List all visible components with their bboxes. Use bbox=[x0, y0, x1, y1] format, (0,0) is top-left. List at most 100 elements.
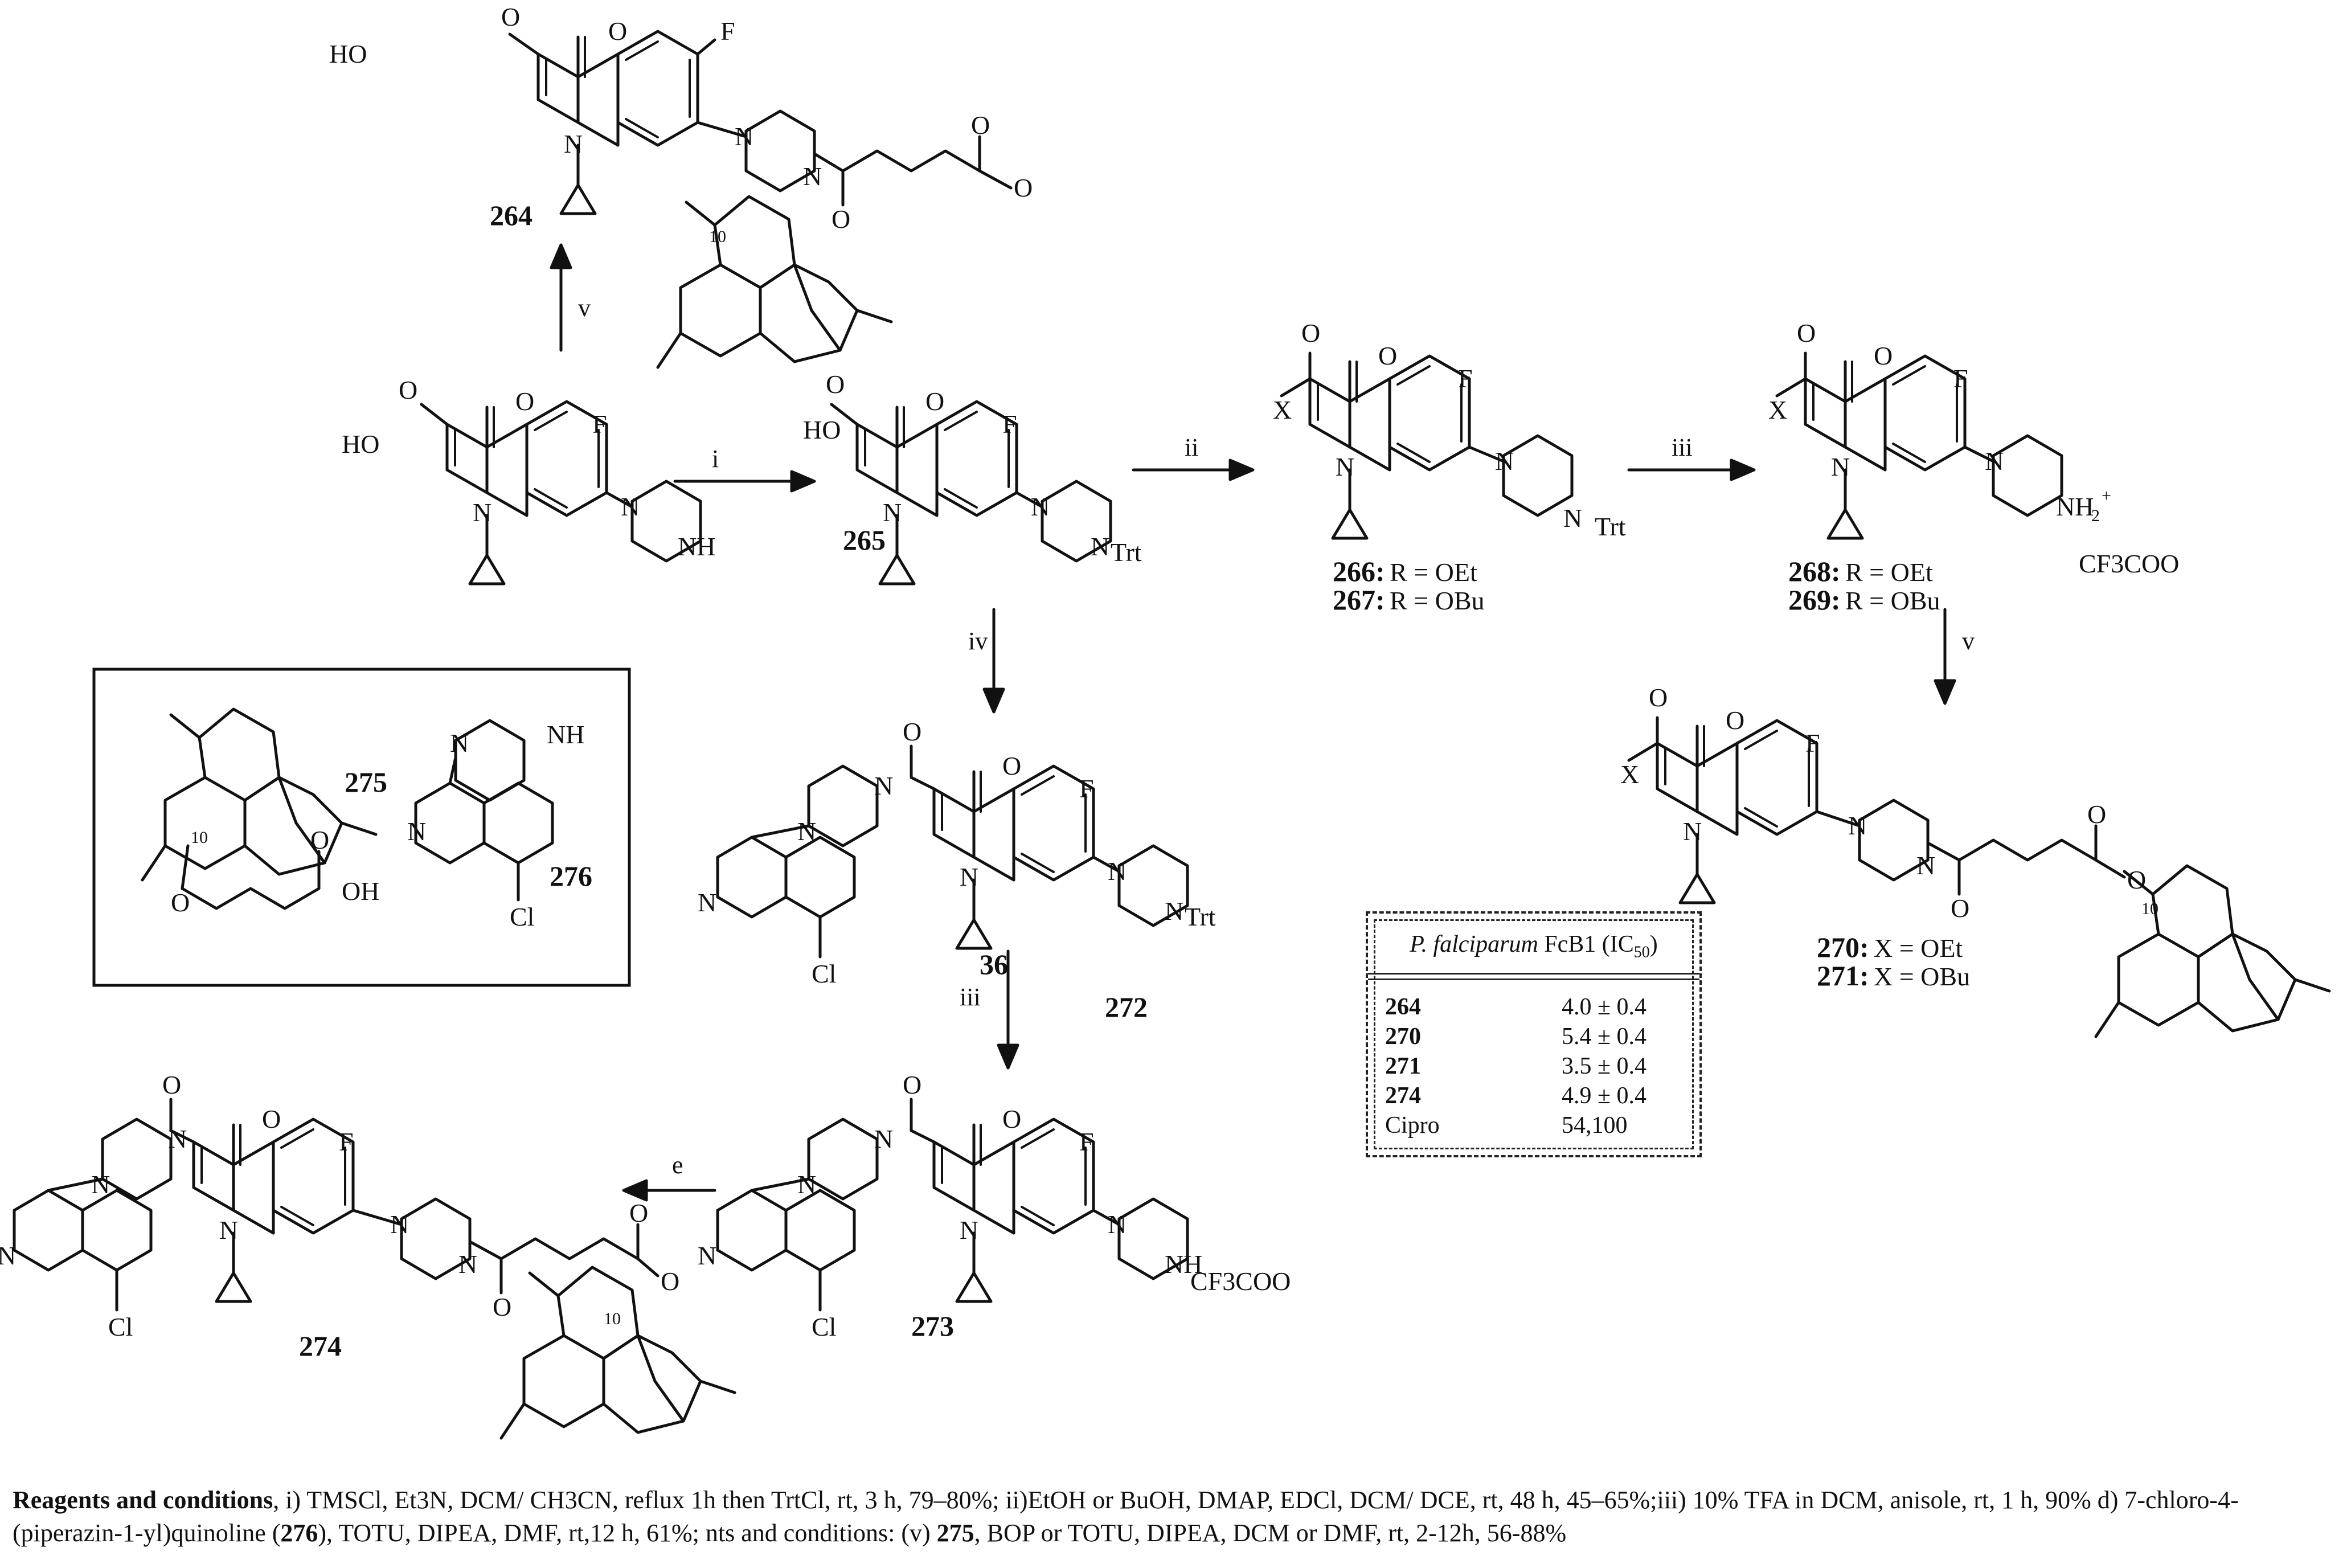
compound-265-structure bbox=[830, 402, 1111, 584]
atom-Trt: Trt bbox=[1111, 538, 1142, 567]
atom-HO: HO bbox=[803, 415, 841, 444]
atom-O: O bbox=[832, 204, 850, 234]
atom-F: F bbox=[1805, 728, 1820, 758]
atom-F: F bbox=[720, 17, 735, 46]
compound-265-label: 265 bbox=[843, 524, 886, 556]
atom-O: O bbox=[903, 1070, 921, 1099]
substituent-266: R = OEt bbox=[1390, 558, 1477, 587]
atom-HO: HO bbox=[329, 39, 367, 68]
atom-N: N bbox=[698, 1241, 716, 1270]
atom-N: N bbox=[874, 1124, 893, 1153]
atom-N: N bbox=[960, 1215, 978, 1244]
atom-Trt: Trt bbox=[1185, 902, 1216, 931]
atom-F: F bbox=[339, 1127, 354, 1156]
atom-N: N bbox=[564, 129, 583, 158]
subscript-2: 2 bbox=[2091, 506, 2100, 525]
charge-plus: + bbox=[2102, 486, 2111, 505]
compound-272-label: 272 bbox=[1105, 991, 1148, 1023]
atom-F: F bbox=[1079, 1127, 1094, 1156]
step-iii-mid: iii bbox=[960, 983, 981, 1011]
compound-276-structure bbox=[414, 720, 554, 902]
step-v-right: v bbox=[1962, 627, 1975, 655]
atom-N: N bbox=[91, 1170, 110, 1199]
atom-N: N bbox=[1683, 817, 1702, 846]
atom-NH2: NH bbox=[2056, 492, 2094, 521]
compound-270-label: 270: bbox=[1817, 931, 1869, 963]
compound-274-structure bbox=[13, 1098, 735, 1438]
compound-264-structure bbox=[508, 31, 1013, 367]
atom-N: N bbox=[219, 1215, 238, 1244]
substituent-270: X = OEt bbox=[1874, 934, 1963, 963]
atom-F: F bbox=[592, 410, 607, 439]
atom-O: O bbox=[493, 1292, 511, 1321]
substituent-267: R = OBu bbox=[1390, 586, 1485, 615]
atom-N: N bbox=[1495, 447, 1514, 476]
step-v-up: v bbox=[578, 294, 591, 322]
atom-N: N bbox=[1108, 1210, 1127, 1239]
position-10: 10 bbox=[191, 828, 208, 847]
atom-N: N bbox=[1165, 896, 1183, 926]
reagent-box bbox=[92, 668, 631, 987]
compound-270-271-structure bbox=[1627, 716, 2329, 1037]
atom-O: O bbox=[903, 717, 921, 746]
atom-O: O bbox=[2087, 800, 2106, 829]
atom-N: N bbox=[1563, 503, 1582, 533]
compound-271-label: 271: bbox=[1817, 960, 1869, 992]
atom-O: O bbox=[1002, 751, 1021, 780]
atom-N: N bbox=[390, 1210, 409, 1239]
atom-N: N bbox=[1916, 851, 1935, 880]
atom-N: N bbox=[698, 888, 716, 917]
atom-O: O bbox=[1002, 1104, 1021, 1133]
compound-274-label: 274 bbox=[299, 1330, 342, 1362]
atom-O: O bbox=[1874, 341, 1893, 370]
atom-N: N bbox=[621, 492, 640, 521]
compound-266-label: 266: bbox=[1333, 555, 1385, 587]
atom-N: N bbox=[1091, 532, 1109, 561]
atom-N: N bbox=[883, 498, 902, 527]
atom-Cl: Cl bbox=[108, 1312, 133, 1341]
atom-O: O bbox=[262, 1104, 281, 1133]
atom-X: X bbox=[1620, 760, 1639, 789]
atom-HO: HO bbox=[342, 429, 379, 458]
atom-N: N bbox=[407, 817, 426, 846]
atom-X: X bbox=[1768, 395, 1787, 424]
atom-O: O bbox=[2127, 865, 2146, 894]
step-iv: iv bbox=[968, 627, 988, 655]
atom-NH: NH bbox=[547, 720, 584, 749]
atom-F: F bbox=[1079, 774, 1094, 803]
atom-X: X bbox=[1273, 395, 1292, 424]
atom-O: O bbox=[171, 888, 190, 917]
atom-O: O bbox=[1951, 894, 1969, 923]
atom-N: N bbox=[960, 862, 978, 891]
compound-269-label: 269: bbox=[1788, 584, 1841, 616]
atom-F: F bbox=[1458, 364, 1473, 393]
compound-264-label: 264 bbox=[490, 199, 533, 231]
atom-N: N bbox=[168, 1124, 187, 1153]
compound-275-structure bbox=[142, 709, 376, 910]
atom-O: O bbox=[310, 825, 329, 854]
atom-OH: OH bbox=[342, 877, 379, 906]
atom-O: O bbox=[1378, 341, 1397, 370]
substituent-271: X = OBu bbox=[1874, 962, 1970, 991]
atom-N: N bbox=[458, 1250, 477, 1279]
atom-N: N bbox=[1108, 857, 1127, 886]
atom-Cl: Cl bbox=[812, 959, 836, 988]
atom-N: N bbox=[450, 728, 469, 758]
atom-NH: NH bbox=[678, 532, 715, 561]
atom-O: O bbox=[1014, 173, 1033, 202]
atom-O: O bbox=[1797, 318, 1816, 347]
compound-276-label: 276 bbox=[550, 860, 592, 892]
compound-275-label: 275 bbox=[345, 766, 387, 798]
atom-N: N bbox=[0, 1241, 16, 1270]
atom-N: N bbox=[1031, 492, 1050, 521]
atom-O: O bbox=[515, 387, 534, 416]
atom-O: O bbox=[826, 370, 845, 399]
ciprofloxacin-structure bbox=[420, 402, 701, 584]
compound-268-269-structure bbox=[1775, 351, 2062, 538]
